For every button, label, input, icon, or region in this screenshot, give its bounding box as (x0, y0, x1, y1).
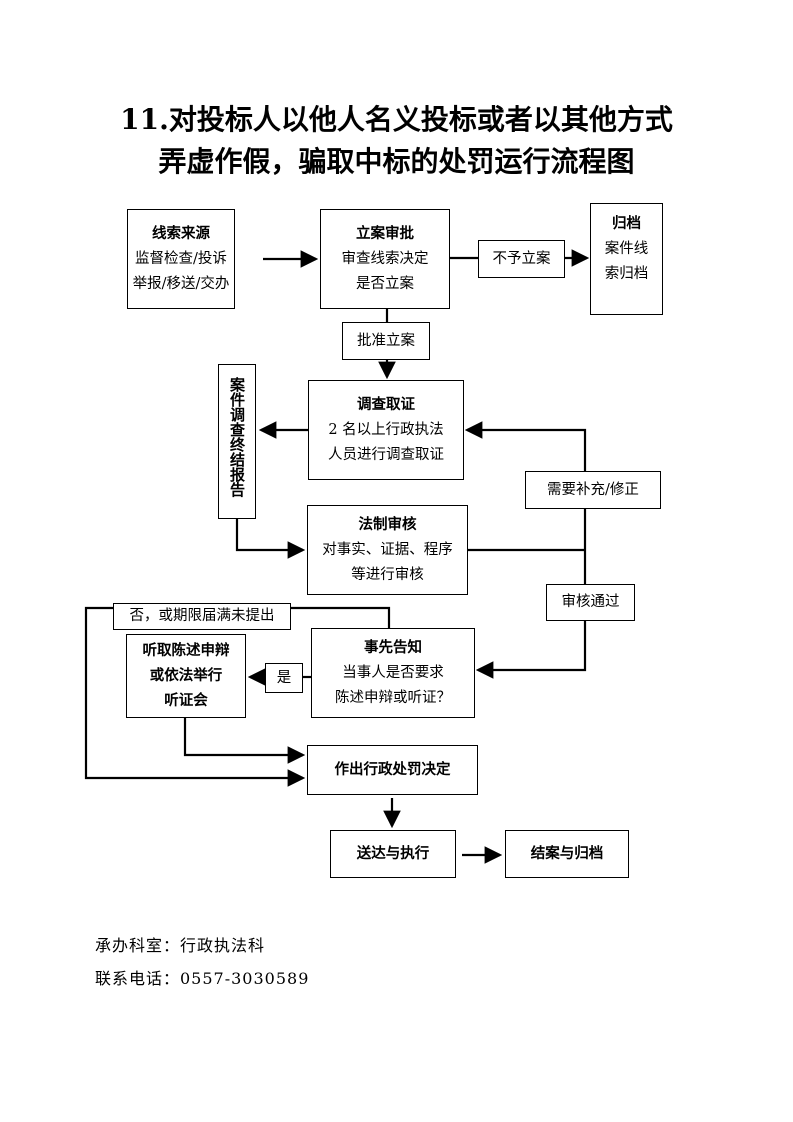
node-text: 对事实、证据、程序 (322, 541, 453, 558)
node-text: 作出行政处罚决定 (334, 761, 451, 778)
node-text: 审查线索决定 (341, 250, 429, 267)
node-text: 人员进行调查取证 (328, 446, 444, 463)
node-no-or-expired: 否，或期限届满未提出 (113, 603, 291, 630)
node-legal-review: 法制审核 对事实、证据、程序 等进行审核 (307, 505, 468, 595)
node-approved: 批准立案 (342, 322, 430, 360)
arrow-no-decision (84, 606, 306, 787)
node-text: 是 (276, 669, 292, 686)
node-text: 不予立案 (492, 250, 551, 267)
node-text: 否，或期限届满未提出 (129, 608, 275, 624)
node-source: 线索来源 监督检查/投诉 举报/移送/交办 (127, 209, 235, 309)
node-text: 结案与归档 (530, 845, 604, 862)
node-decision: 作出行政处罚决定 (307, 745, 478, 795)
node-text: 听证会 (164, 692, 208, 709)
node-no-case: 不予立案 (478, 240, 565, 278)
node-report: 案件调查终结报告 (218, 364, 256, 519)
node-title: 线索来源 (152, 225, 210, 242)
node-text: 听取陈述申辩 (142, 642, 230, 659)
arrow-report-review (235, 518, 306, 559)
node-text: 案件调查终结报告 (228, 377, 246, 497)
node-text: 或依法举行 (149, 667, 223, 684)
node-title: 调查取证 (357, 396, 415, 413)
node-text: 等进行审核 (351, 566, 424, 583)
node-text: 当事人是否要求 (342, 664, 444, 681)
node-close: 结案与归档 (505, 830, 629, 878)
node-notice: 事先告知 当事人是否要求 陈述申辩或听证？ (311, 628, 475, 718)
node-text: 2 名以上行政执法 (328, 421, 444, 438)
node-text: 批准立案 (357, 332, 415, 349)
arrow-passed-notice (475, 620, 587, 679)
node-text: 送达与执行 (356, 845, 430, 862)
node-text: 监督检查/投诉 (135, 250, 227, 267)
node-text: 是否立案 (356, 275, 414, 292)
node-text: 需要补充/修正 (547, 481, 639, 498)
node-title: 归档 (612, 216, 641, 232)
title-line-2: 弄虚作假，骗取中标的处罚运行流程图 (158, 145, 635, 178)
node-yes: 是 (265, 663, 303, 693)
footer-phone: 联系电话：0557-3030589 (95, 969, 310, 988)
node-title: 事先告知 (364, 639, 422, 656)
footer-dept: 承办科室：行政执法科 (95, 936, 266, 955)
node-title: 法制审核 (358, 516, 417, 533)
title-line-1: 11.对投标人以他人名义投标或者以其他方式 (120, 103, 673, 136)
node-text: 举报/移送/交办 (132, 275, 230, 292)
node-investigate: 调查取证 2 名以上行政执法 人员进行调查取证 (308, 380, 464, 480)
node-text: 案件线 (604, 241, 649, 257)
node-title: 立案审批 (356, 225, 414, 242)
node-deliver: 送达与执行 (330, 830, 456, 878)
node-review-passed: 审核通过 (546, 584, 635, 621)
arrow-hearing-decision (183, 717, 306, 764)
node-archive: 归档 案件线 索归档 (590, 203, 663, 315)
node-hearing: 听取陈述申辩 或依法举行 听证会 (126, 634, 246, 718)
node-text: 陈述申辩或听证？ (335, 689, 451, 706)
line-notice-no (291, 606, 391, 628)
node-approval: 立案审批 审查线索决定 是否立案 (320, 209, 450, 309)
arrow-fix-investigate (464, 421, 587, 471)
node-text: 索归档 (604, 266, 649, 282)
node-text: 审核通过 (561, 594, 620, 610)
node-need-fix: 需要补充/修正 (525, 471, 661, 509)
